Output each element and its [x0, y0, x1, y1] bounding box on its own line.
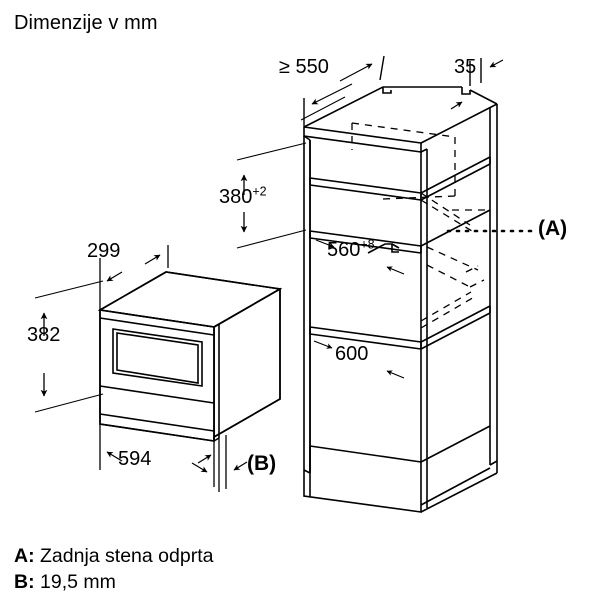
dim-label-panel-thickness: 35 — [454, 56, 477, 78]
dim-tolerance-niche-width: +8 — [360, 237, 375, 252]
cabinet-carcass — [303, 86, 498, 513]
legend-text-b: 19,5 mm — [40, 571, 116, 593]
dim-appliance-depth — [99, 245, 169, 310]
legend-item-b: B: 19,5 mm — [14, 569, 213, 595]
page-title: Dimenzije v mm — [14, 12, 158, 34]
dim-label-appliance-height: 382 — [27, 324, 61, 346]
dim-label-niche-depth: ≥ 550 — [279, 56, 329, 78]
marker-b: (B) — [247, 452, 277, 475]
legend-text-a: Zadnja stena odprta — [40, 545, 214, 567]
dim-niche-height — [236, 142, 307, 249]
dim-panel-thickness — [450, 58, 504, 110]
dim-appliance-width — [99, 424, 215, 487]
dim-label-appliance-depth: 299 — [87, 240, 121, 262]
dim-niche-width — [315, 239, 405, 275]
dim-appliance-height — [34, 280, 104, 413]
cabinet-hidden-edges — [351, 122, 490, 329]
legend-item-a: A: Zadnja stena odprta — [14, 543, 213, 569]
dim-label-niche-height: 380+2 — [219, 184, 267, 208]
dim-niche-depth — [300, 55, 385, 127]
dim-tolerance-niche-height: +2 — [252, 184, 267, 199]
marker-a: (A) — [538, 217, 568, 240]
dim-label-niche-width: 560+8 — [327, 237, 375, 261]
microwave-oven-body — [97, 271, 283, 442]
legend-key-a: A: — [14, 545, 35, 567]
dim-label-lower-niche-height: 600 — [335, 343, 369, 365]
dim-b-gap — [197, 435, 248, 492]
legend-key-b: B: — [14, 571, 35, 593]
dim-label-appliance-width: 594 — [118, 448, 152, 470]
legend: A: Zadnja stena odprta B: 19,5 mm — [14, 543, 213, 595]
dim-lower-niche-height — [313, 340, 405, 379]
